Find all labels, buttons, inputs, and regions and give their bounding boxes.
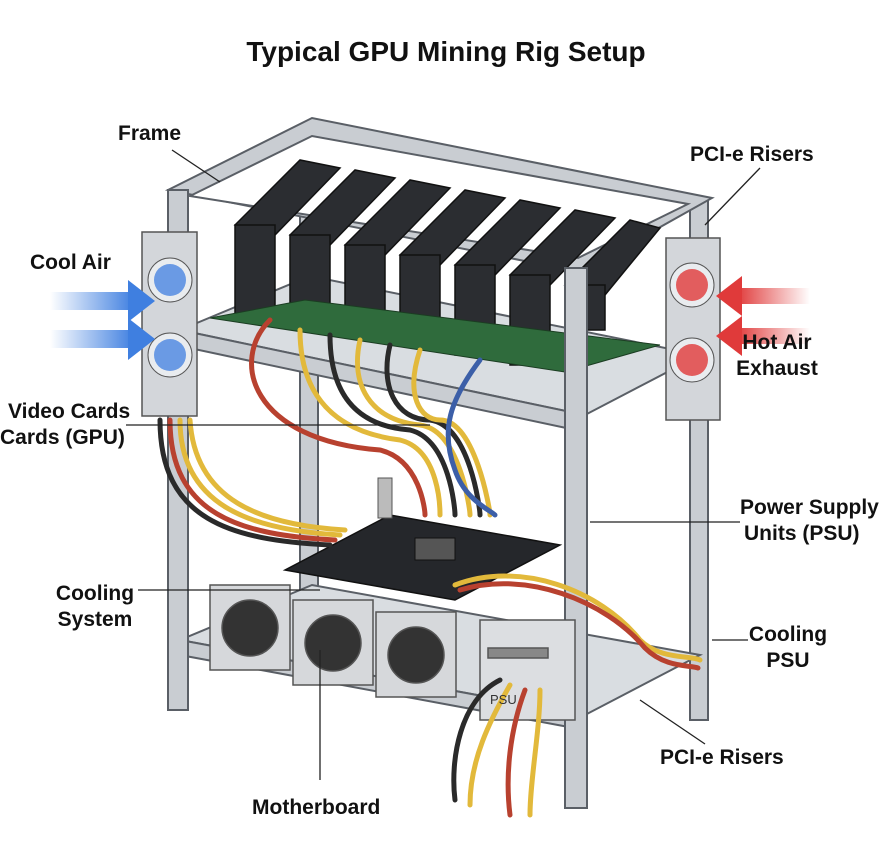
psu-panel-text: PSU [490,692,517,707]
frame-label: Frame [118,122,182,145]
motherboard-label: Motherboard [252,796,381,819]
psu-units [209,584,576,721]
pcie-risers-bottom-label: PCI-e Risers [660,746,784,769]
cooling-psu-label-line1: Cooling [748,623,828,646]
hot-air-arrows [716,276,810,356]
hot-air-label-line2: Exhaust [736,357,818,380]
video-cards-label-line1: Video Cards [8,400,131,423]
psu-label-line1: Power Supply [740,496,879,519]
gpu-row [209,159,662,373]
leader-lines [126,149,761,780]
psu-label-line2: Units (PSU) [744,522,860,545]
cooling-system-label-line1: Cooling [55,582,135,605]
page-title: Typical GPU Mining Rig Setup [246,36,646,67]
cool-air-label: Cool Air [30,251,111,274]
cooling-system-label-line2: System [57,608,133,631]
pcie-risers-top-label: PCI-e Risers [690,143,814,166]
cooling-psu-label-line2: PSU [766,649,810,672]
intake-fans [141,231,198,417]
video-cards-label-line2: Cards (GPU) [0,426,125,449]
cables [157,317,703,818]
cool-air-arrows [50,280,155,360]
exhaust-fans [665,237,721,421]
hot-air-label-line1: Hot Air [742,331,812,354]
